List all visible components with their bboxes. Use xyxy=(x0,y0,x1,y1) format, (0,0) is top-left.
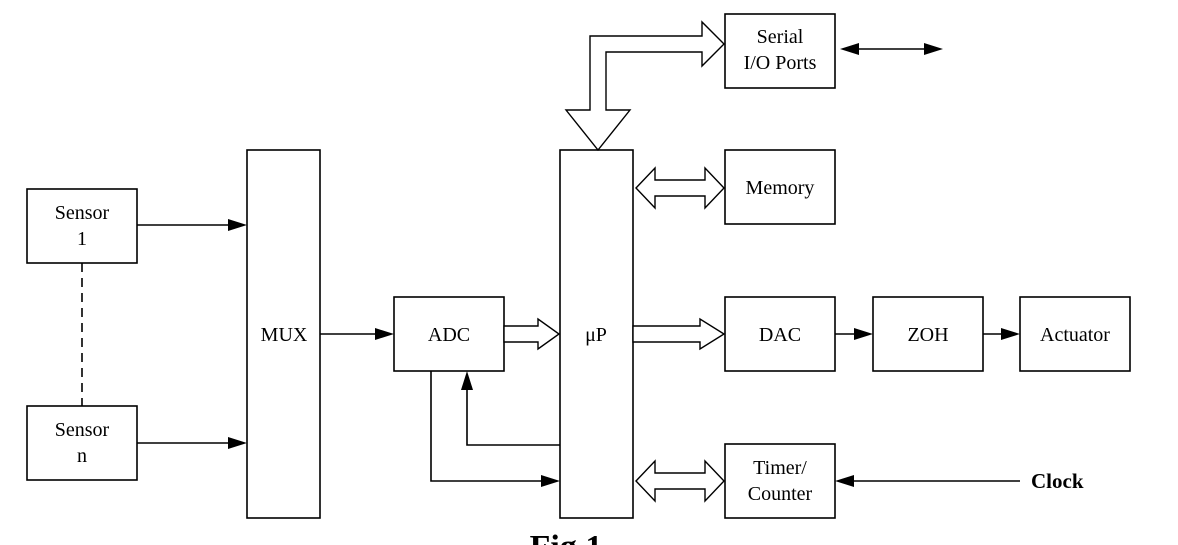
arrowhead xyxy=(924,43,943,55)
sensor-n-label-line1: Sensor xyxy=(55,419,110,441)
serial-up-bus-arrow xyxy=(564,20,725,152)
zoh-block xyxy=(872,296,984,372)
mux-label: MUX xyxy=(261,324,308,346)
arrowhead xyxy=(228,437,247,449)
up-to-adc-control-wire xyxy=(466,389,560,446)
microprocessor-block xyxy=(559,149,634,519)
arrowhead xyxy=(840,43,859,55)
arrowhead xyxy=(1001,328,1020,340)
timer-counter-label-line1: Timer/ xyxy=(753,457,807,479)
dac-label: DAC xyxy=(759,324,801,346)
timer-counter-block xyxy=(724,443,836,519)
arrowhead xyxy=(541,475,560,487)
memory-label: Memory xyxy=(746,177,815,199)
arrowhead xyxy=(461,371,473,390)
figure-caption: Fig.1 xyxy=(530,529,603,545)
sensor-1-label-line1: Sensor xyxy=(55,202,110,224)
serial-io-label-line2: I/O Ports xyxy=(744,52,817,74)
sensor-1-block xyxy=(26,188,138,264)
arrowhead xyxy=(854,328,873,340)
microprocessor-label: μP xyxy=(585,324,607,346)
zoh-label: ZOH xyxy=(907,324,948,346)
arrowhead xyxy=(835,475,854,487)
arrowhead xyxy=(228,219,247,231)
clock-label: Clock xyxy=(1031,469,1084,493)
memory-block xyxy=(724,149,836,225)
mux-block xyxy=(246,149,321,519)
adc-to-up-status-wire xyxy=(430,371,543,482)
arrowhead xyxy=(375,328,394,340)
adc-block xyxy=(393,296,505,372)
timer-counter-label-line2: Counter xyxy=(748,483,813,505)
adc-to-up-bus-arrow xyxy=(503,317,561,351)
up-timer-bus-arrow xyxy=(635,459,725,503)
actuator-label: Actuator xyxy=(1040,324,1110,346)
adc-label: ADC xyxy=(428,324,470,346)
sensor-n-label-line2: n xyxy=(77,445,87,467)
sensor-1-label-line2: 1 xyxy=(77,228,87,250)
sensor-n-block xyxy=(26,405,138,481)
serial-io-ports-block xyxy=(724,13,836,89)
up-to-dac-bus-arrow xyxy=(632,317,726,351)
up-memory-bus-arrow xyxy=(635,166,725,210)
serial-io-label-line1: Serial xyxy=(757,26,804,48)
